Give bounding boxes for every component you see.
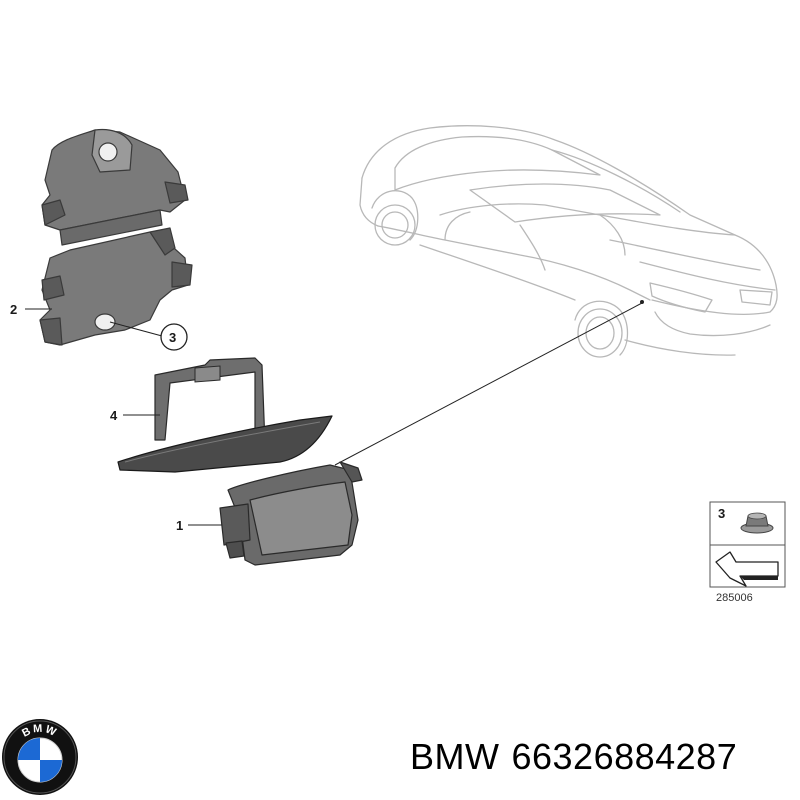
callout-number: 3 xyxy=(169,330,176,345)
leader-line-sensor-to-car xyxy=(334,300,644,466)
bmw-logo: BMW xyxy=(2,719,78,795)
nut-icon xyxy=(740,512,774,534)
callout-part-3: 3 xyxy=(109,321,188,351)
callout-part-2: 2 xyxy=(10,302,52,317)
radar-sensor-illustration xyxy=(219,461,363,566)
callout-part-4: 4 xyxy=(110,408,160,423)
callout-number: 1 xyxy=(176,518,183,533)
callout-number: 4 xyxy=(110,408,118,423)
callout-number: 2 xyxy=(10,302,17,317)
holder-frame-illustration xyxy=(117,357,333,473)
part-number: 66326884287 xyxy=(511,736,738,777)
legend-box: 3 285006 xyxy=(709,501,786,604)
reference-number: 285006 xyxy=(716,592,753,604)
svg-text:BMW: BMW xyxy=(20,723,60,740)
page-reference-arrow-icon xyxy=(715,551,779,587)
legend-part-label: 3 xyxy=(718,506,725,521)
car-outline-illustration xyxy=(359,125,778,358)
brand-part-number: BMW 66326884287 xyxy=(410,736,737,778)
brand-name: BMW xyxy=(410,736,500,777)
bracket-illustration xyxy=(39,128,193,346)
callout-part-1: 1 xyxy=(176,518,222,533)
